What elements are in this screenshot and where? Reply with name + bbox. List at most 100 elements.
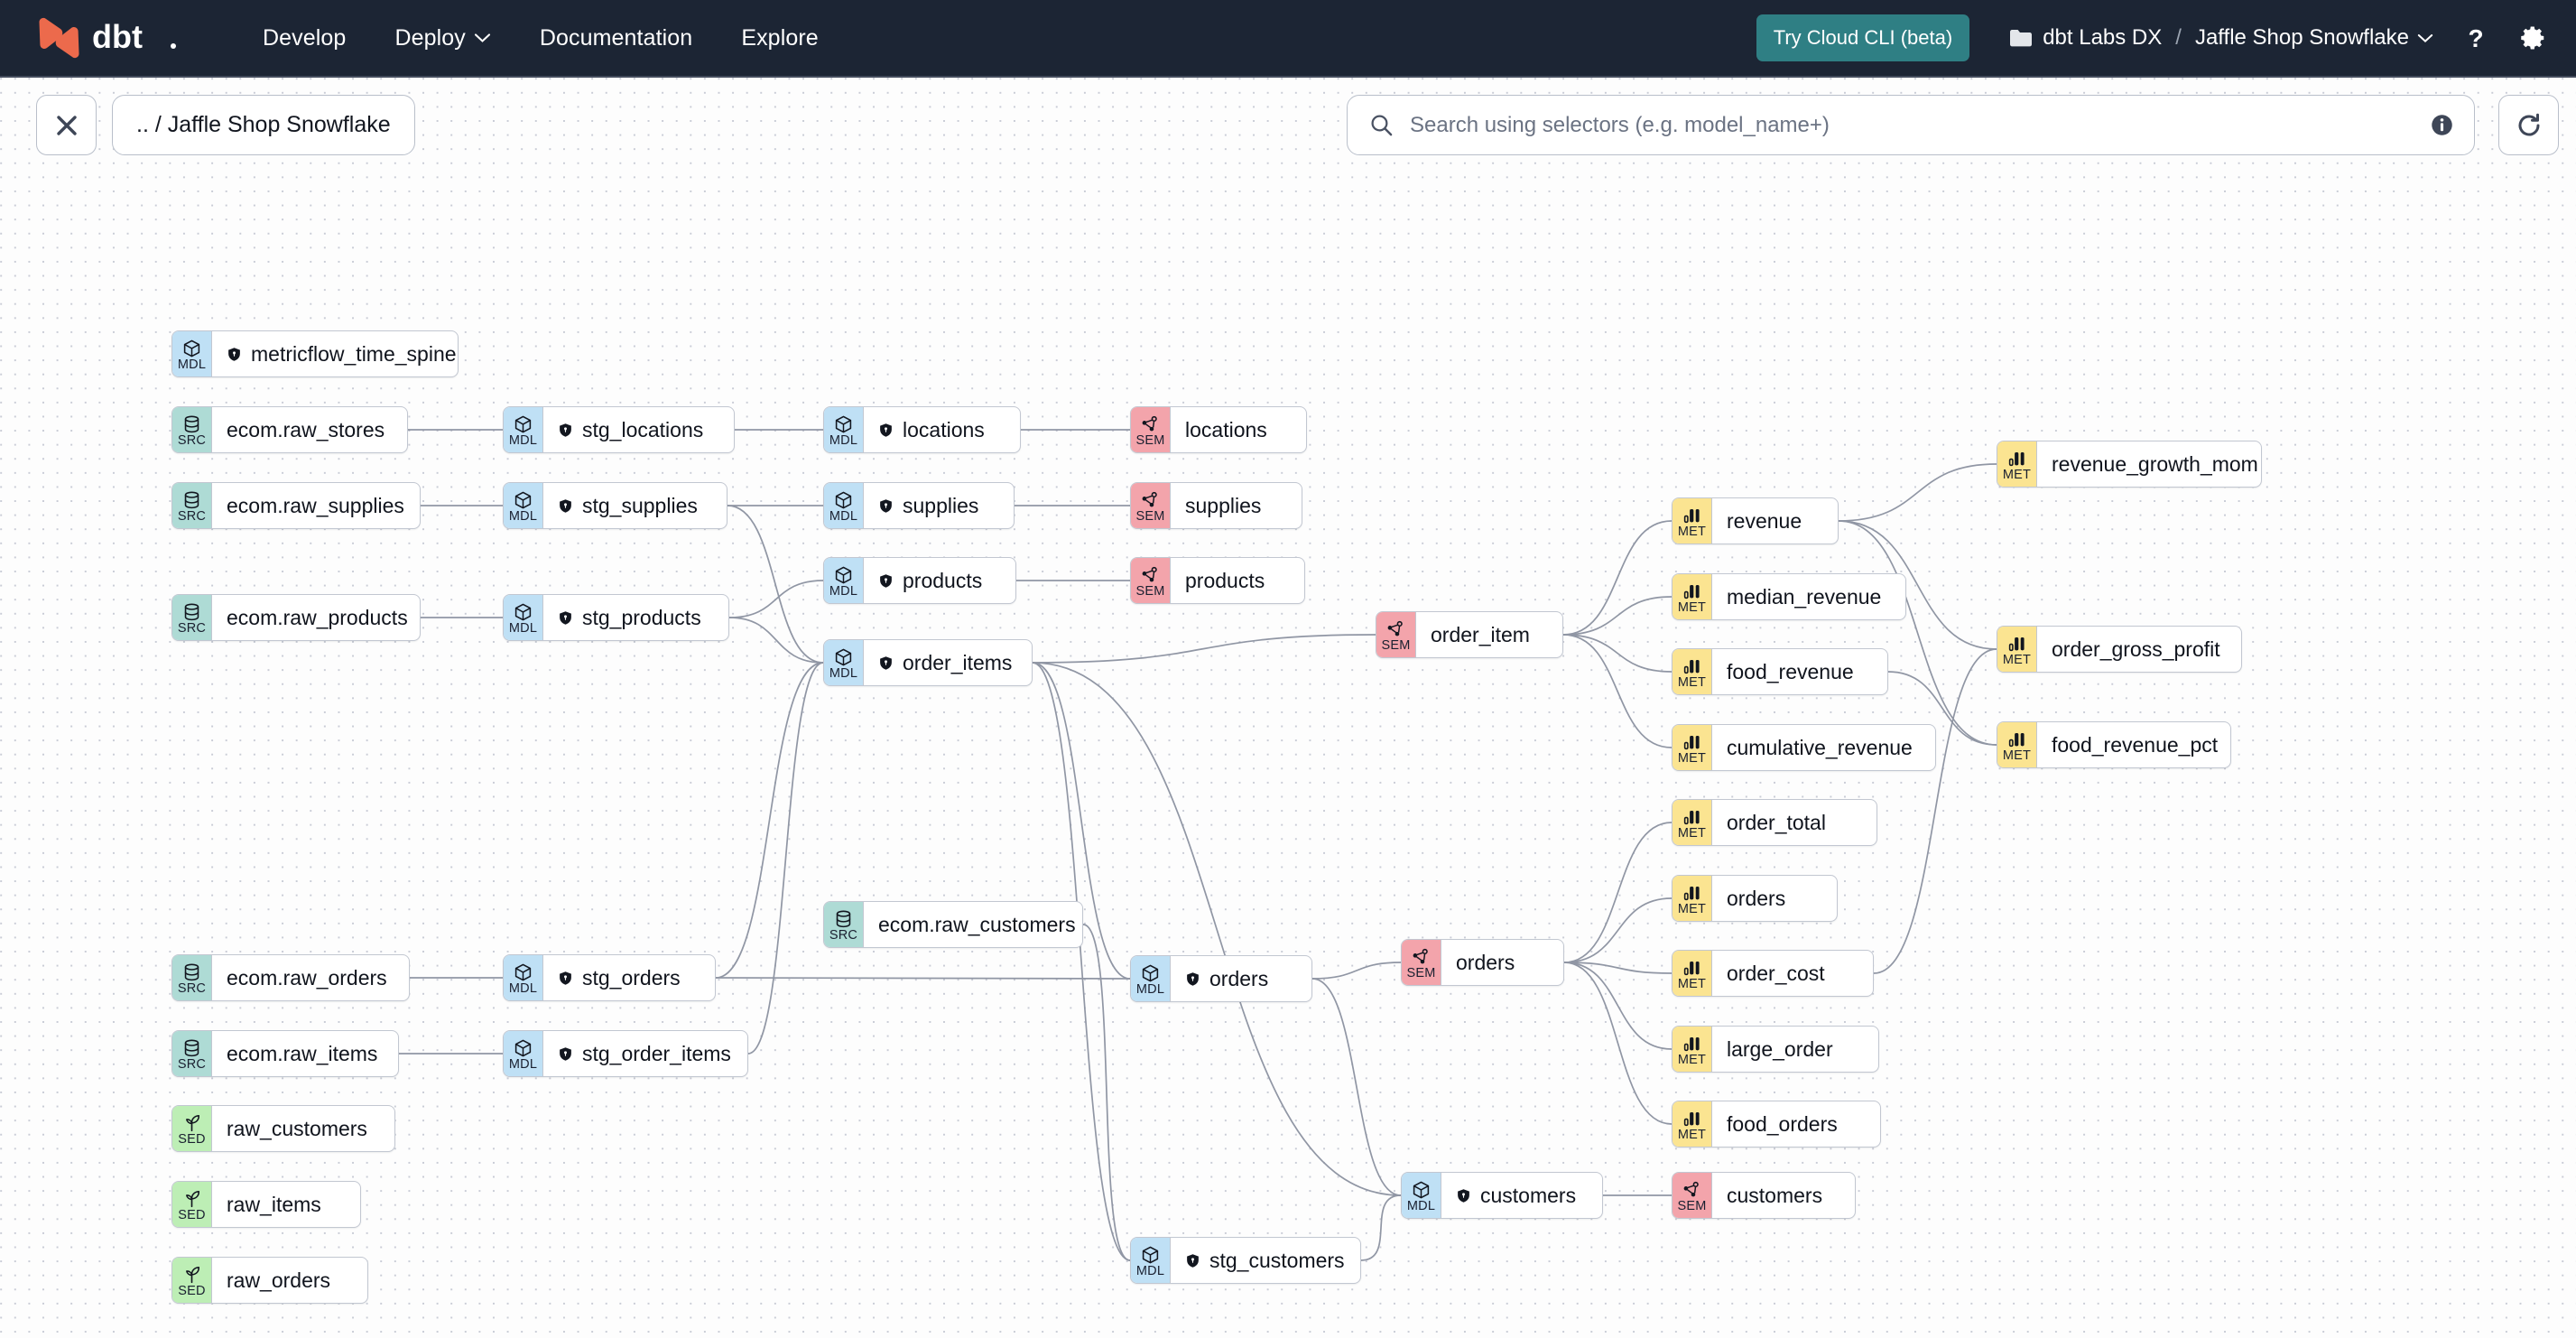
- lineage-edge: [1562, 596, 1673, 636]
- node-type-badge-met: MET: [1997, 627, 2037, 672]
- close-button[interactable]: [36, 95, 97, 155]
- lineage-edge: [1838, 520, 1997, 746]
- search-input[interactable]: [1408, 111, 2415, 139]
- lineage-edge: [1032, 662, 1402, 1196]
- lineage-edge: [1032, 634, 1376, 664]
- chevron-down-icon: [474, 33, 490, 42]
- graph-node-sem_order_item[interactable]: SEM order_item: [1376, 611, 1563, 658]
- nav-link-explore[interactable]: Explore: [717, 25, 842, 51]
- try-cloud-cli-button[interactable]: Try Cloud CLI (beta): [1756, 14, 1970, 61]
- node-label: food_revenue: [1727, 659, 1854, 683]
- nav-link-documentation[interactable]: Documentation: [515, 25, 717, 51]
- bar-chart-icon: [2008, 452, 2025, 467]
- node-label-wrap: locations: [864, 407, 1001, 452]
- nav-link-deploy-label: Deploy: [394, 24, 466, 51]
- breadcrumb[interactable]: .. / Jaffle Shop Snowflake: [112, 95, 415, 155]
- lineage-edge: [1032, 662, 1131, 980]
- node-type-abbr: MET: [1677, 600, 1707, 615]
- node-type-abbr: MET: [1677, 525, 1707, 539]
- node-type-abbr: SRC: [177, 981, 207, 996]
- graph-toolbar: .. / Jaffle Shop Snowflake: [0, 95, 2576, 178]
- shield-icon: [228, 347, 240, 361]
- graph-node-met_food_revenue[interactable]: MET food_revenue: [1672, 648, 1888, 695]
- shield-icon: [1458, 1188, 1469, 1203]
- breadcrumb-label: .. / Jaffle Shop Snowflake: [136, 112, 391, 137]
- bar-chart-icon: [1683, 962, 1700, 976]
- node-type-abbr: MDL: [177, 358, 207, 372]
- node-label: ecom.raw_items: [227, 1041, 378, 1065]
- node-label-wrap: metricflow_time_spine: [212, 331, 458, 376]
- info-icon: [2432, 115, 2452, 135]
- nav-link-develop[interactable]: Develop: [238, 25, 370, 51]
- nav-link-deploy[interactable]: Deploy: [370, 25, 514, 51]
- node-label-wrap: large_order: [1712, 1027, 1849, 1072]
- project-selector[interactable]: Jaffle Shop Snowflake: [2195, 25, 2433, 51]
- node-type-badge-sem: SEM: [1131, 407, 1171, 452]
- node-type-badge-met: MET: [1673, 574, 1712, 619]
- cube-icon: [1413, 1181, 1430, 1199]
- node-label: ecom.raw_supplies: [227, 493, 404, 517]
- graph-node-metricflow_time_spine[interactable]: MDL metricflow_time_spine: [171, 330, 459, 377]
- node-label-wrap: ecom.raw_stores: [212, 407, 401, 452]
- help-button[interactable]: ?: [2460, 23, 2491, 53]
- node-label-wrap: order_total: [1712, 800, 1842, 845]
- question-mark-icon: ?: [2468, 24, 2483, 52]
- node-type-badge-sem: SEM: [1376, 612, 1416, 657]
- search-info-icon[interactable]: [2430, 113, 2454, 137]
- account-name[interactable]: dbt Labs DX: [2043, 25, 2163, 50]
- node-type-abbr: MET: [1677, 675, 1707, 690]
- node-label: order_item: [1431, 622, 1530, 646]
- dbt-wordmark: dbt: [92, 20, 176, 55]
- node-type-badge-mdl: MDL: [504, 1031, 543, 1076]
- settings-button[interactable]: [2518, 23, 2549, 53]
- node-label-wrap: food_orders: [1712, 1101, 1854, 1147]
- dbt-logo[interactable]: dbt: [36, 16, 179, 60]
- node-type-abbr: MDL: [508, 981, 538, 996]
- node-label-wrap: median_revenue: [1712, 574, 1897, 619]
- node-type-abbr: SRC: [829, 928, 858, 943]
- refresh-button[interactable]: [2498, 95, 2559, 155]
- search-bar[interactable]: [1347, 95, 2475, 155]
- node-label: median_revenue: [1727, 584, 1882, 609]
- shield-icon: [560, 1046, 571, 1061]
- graph-node-met_median_revenue[interactable]: MET median_revenue: [1672, 573, 1906, 620]
